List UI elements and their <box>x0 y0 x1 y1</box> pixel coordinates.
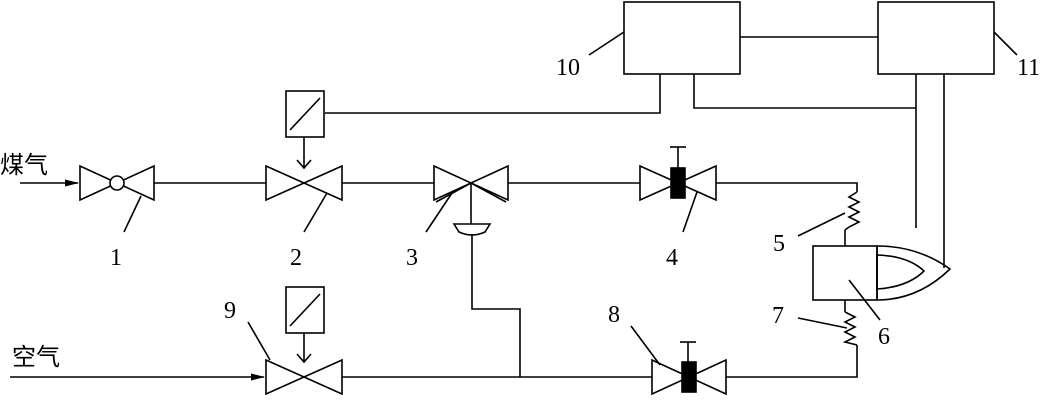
label-9: 9 <box>224 298 236 324</box>
gas-pipeline <box>20 179 858 246</box>
zigzag-7 <box>842 311 858 346</box>
label-8: 8 <box>608 302 620 328</box>
control-wiring <box>325 36 945 268</box>
air-pipeline <box>10 300 858 381</box>
solenoid-coil-9 <box>285 286 325 334</box>
solenoid-coil-2 <box>285 90 325 138</box>
label-5: 5 <box>773 231 785 257</box>
label-7: 7 <box>772 303 784 329</box>
label-1: 1 <box>110 245 122 271</box>
air-inlet-label: 空气 <box>12 343 60 371</box>
controller-box-11 <box>877 1 995 75</box>
gas-inlet-label: 煤气 <box>0 151 48 179</box>
valve-8-adjusting <box>651 341 727 396</box>
leader-lines <box>123 31 1018 366</box>
impulse-line <box>471 234 521 377</box>
zigzag-5 <box>844 191 861 231</box>
valve-4-adjusting <box>639 146 717 202</box>
label-3: 3 <box>406 245 418 271</box>
diaphragm-3 <box>452 223 492 236</box>
label-2: 2 <box>290 245 302 271</box>
valve-9-solenoid <box>265 286 343 396</box>
valve-1-manual <box>79 164 155 202</box>
controller-box-10 <box>623 1 741 75</box>
label-6: 6 <box>878 324 890 350</box>
label-11: 11 <box>1017 55 1040 81</box>
burner-6 <box>812 245 952 301</box>
valve-3-proportional <box>433 164 509 236</box>
label-4: 4 <box>666 245 678 271</box>
valve-2-solenoid <box>265 90 343 202</box>
label-10: 10 <box>556 55 580 81</box>
